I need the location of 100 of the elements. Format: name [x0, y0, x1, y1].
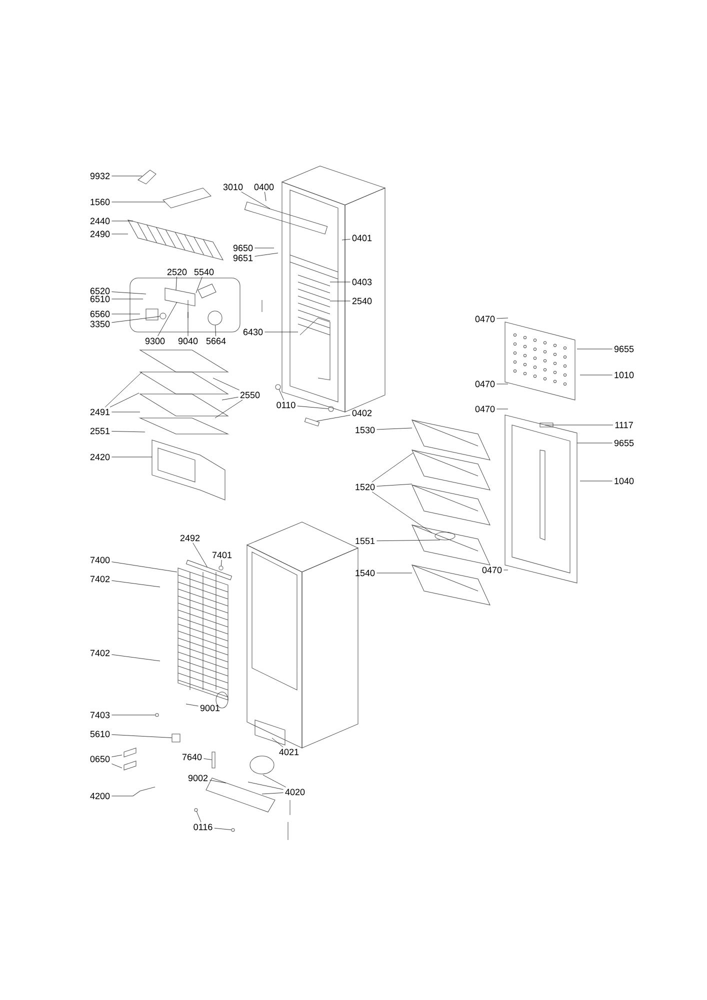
leader-line — [214, 828, 232, 830]
callout-number: 0110 — [276, 402, 296, 408]
callout-number: 9040 — [178, 338, 198, 344]
callout-number: 9001 — [200, 704, 220, 712]
callout-number: 9655 — [614, 440, 634, 446]
callout-number: 3010 — [223, 184, 243, 190]
leader-line — [112, 298, 144, 300]
callout-number: 1520 — [356, 484, 375, 490]
callout-number: 7640 — [182, 754, 202, 760]
callout-number: 2491 — [90, 408, 110, 416]
callout-number: 2550 — [240, 392, 260, 398]
callout-number: 0400 — [254, 184, 274, 190]
round-part — [160, 312, 166, 320]
leader-line — [176, 276, 177, 290]
callout-number: 3350 — [90, 320, 110, 328]
leader-line — [112, 754, 122, 758]
callout-number: 4200 — [90, 792, 110, 800]
callout-number: 9932 — [90, 172, 110, 180]
leader-line — [262, 774, 286, 788]
callout-number: 0470 — [475, 316, 495, 322]
callout-number: 0470 — [482, 566, 502, 574]
leader-line — [192, 542, 208, 568]
bar-part — [304, 418, 320, 426]
leader-line — [297, 406, 328, 409]
callout-number: 1560 — [90, 198, 110, 206]
round-part — [194, 808, 198, 812]
bar-part — [244, 202, 328, 234]
callout-number: 7402 — [90, 576, 110, 582]
round-part — [231, 828, 235, 832]
callout-number: 2492 — [180, 534, 200, 542]
leader-line — [544, 424, 614, 426]
callout-number: 2520 — [167, 268, 187, 276]
leader-line — [112, 562, 178, 572]
leader-line — [342, 238, 350, 240]
leader-line — [222, 396, 238, 400]
round-part — [275, 384, 281, 390]
leader-line — [372, 452, 414, 482]
leader-line — [112, 316, 160, 323]
callout-number: 2490 — [90, 230, 110, 238]
callout-number: 7402 — [90, 650, 110, 656]
leader-line — [196, 276, 202, 294]
leader-line — [104, 372, 142, 408]
leader-line — [112, 431, 146, 432]
leader-line — [112, 714, 156, 716]
callout-number: 1540 — [356, 570, 375, 576]
leader-line — [112, 654, 160, 662]
leader-line — [376, 572, 412, 574]
round-part — [208, 310, 222, 326]
callout-number: 9655 — [614, 346, 634, 352]
callout-number: 0470 — [475, 406, 495, 412]
callout-number: 9300 — [145, 338, 165, 344]
leader-line — [330, 300, 350, 302]
leader-line — [372, 492, 432, 534]
callout-number: 6510 — [90, 296, 110, 302]
leader-line — [576, 442, 612, 444]
leader-line — [254, 252, 278, 257]
leader-line — [158, 302, 178, 336]
callout-number: 9002 — [188, 774, 208, 782]
callout-number: 4020 — [285, 788, 305, 796]
bar-part — [212, 752, 216, 768]
leader-line — [264, 192, 266, 202]
callout-number: 7400 — [90, 556, 110, 564]
callout-number: 5664 — [206, 338, 226, 344]
callout-number: 5610 — [90, 730, 110, 738]
leader-line — [210, 780, 226, 784]
leader-line — [112, 580, 160, 588]
leader-line — [580, 374, 612, 376]
leader-line — [248, 782, 284, 790]
callout-number: 9651 — [233, 254, 253, 262]
box-part — [172, 734, 180, 742]
leader-line — [496, 318, 508, 319]
leader-line — [204, 758, 212, 760]
leader-line — [376, 428, 412, 430]
leader-line — [496, 408, 508, 410]
bar-part — [186, 560, 232, 580]
callout-number: 6430 — [243, 328, 263, 336]
callout-number: 0403 — [352, 278, 372, 286]
callout-number: 6560 — [90, 310, 110, 318]
leader-line — [112, 734, 172, 738]
callout-number: 1040 — [614, 478, 634, 484]
callout-number: 7401 — [212, 552, 232, 558]
callout-number: 0402 — [352, 410, 372, 416]
round-part — [218, 566, 224, 570]
leader-line — [576, 348, 612, 350]
leader-line — [112, 764, 122, 768]
callout-number: 1551 — [356, 538, 375, 544]
leader-line — [316, 414, 350, 422]
callout-number: 2540 — [352, 298, 372, 304]
leader-line — [112, 292, 146, 294]
leader-line — [214, 400, 243, 418]
leader-line — [220, 560, 222, 566]
callout-number: 9650 — [233, 244, 253, 252]
callout-number: 0401 — [352, 234, 372, 242]
callout-number: 6520 — [90, 288, 110, 294]
leader-line — [215, 325, 216, 336]
leader-line — [376, 540, 440, 542]
leader-line — [272, 738, 284, 748]
round-part — [155, 713, 159, 717]
leader-line — [376, 484, 412, 486]
callout-number: 0470 — [475, 380, 495, 388]
